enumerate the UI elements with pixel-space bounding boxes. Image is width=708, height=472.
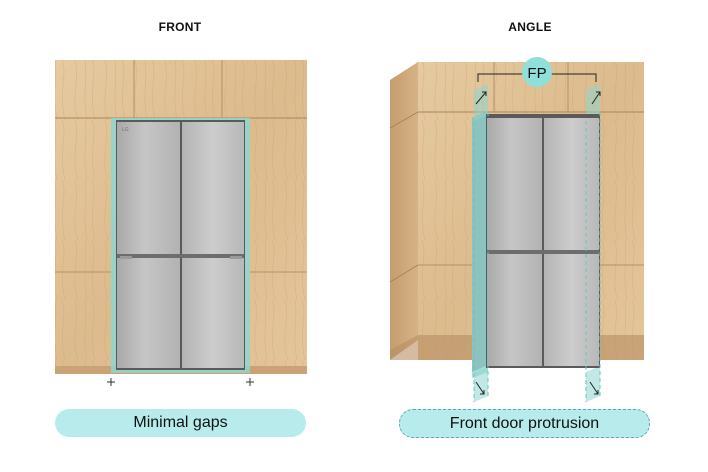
angle-heading: ANGLE — [508, 20, 552, 34]
angle-refrigerator — [472, 73, 601, 402]
brand-mark: LG — [122, 127, 129, 133]
front-refrigerator: LG — [107, 118, 254, 386]
minimal-gaps-caption: Minimal gaps — [55, 409, 306, 437]
front-door-protrusion-caption: Front door protrusion — [399, 409, 650, 438]
fp-badge: FP — [522, 57, 552, 87]
svg-text:FP: FP — [527, 65, 546, 82]
front-heading: FRONT — [158, 20, 202, 34]
